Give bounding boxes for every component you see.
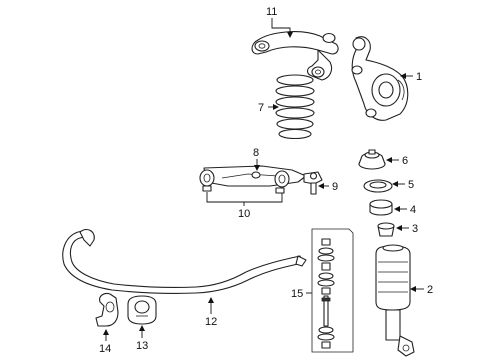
callout-label-13: 13 bbox=[136, 340, 148, 352]
callout-label-2: 2 bbox=[427, 284, 433, 296]
callout-6: 6 bbox=[386, 155, 408, 167]
callout-5: 5 bbox=[392, 179, 414, 191]
callout-8: 8 bbox=[253, 147, 260, 171]
callout-2: 2 bbox=[410, 284, 433, 296]
stabilizer-bar-part bbox=[62, 229, 307, 294]
strut-assembly-part bbox=[375, 244, 415, 357]
callout-12: 12 bbox=[205, 297, 217, 328]
callout-15: 15 bbox=[291, 288, 312, 300]
callout-13: 13 bbox=[136, 325, 148, 352]
coil-spring-part bbox=[275, 74, 315, 140]
lower-control-arm-part bbox=[199, 165, 307, 194]
callout-label-15: 15 bbox=[291, 288, 303, 300]
stabilizer-link-kit-part bbox=[311, 228, 354, 353]
callout-label-6: 6 bbox=[402, 155, 408, 167]
callout-label-7: 7 bbox=[258, 102, 264, 114]
callout-label-12: 12 bbox=[205, 316, 217, 328]
strut-mount-part bbox=[358, 149, 386, 170]
bearing-ring-part bbox=[363, 179, 393, 193]
ball-joint-part bbox=[303, 171, 323, 195]
callout-label-4: 4 bbox=[410, 204, 416, 216]
steering-knuckle-part bbox=[351, 36, 409, 121]
callout-label-3: 3 bbox=[412, 223, 418, 235]
callout-7: 7 bbox=[258, 102, 279, 114]
callout-4: 4 bbox=[394, 204, 416, 216]
callout-label-1: 1 bbox=[416, 71, 422, 83]
callout-label-9: 9 bbox=[332, 181, 338, 193]
upper-control-arm-part bbox=[251, 31, 339, 81]
callout-1: 1 bbox=[400, 71, 422, 83]
stabilizer-bushing-part bbox=[127, 295, 157, 325]
callout-label-14: 14 bbox=[99, 343, 111, 355]
bushing-bracket-part bbox=[95, 292, 119, 327]
callout-9: 9 bbox=[318, 181, 338, 193]
callout-3: 3 bbox=[396, 223, 418, 235]
callout-label-5: 5 bbox=[408, 179, 414, 191]
callout-label-11: 11 bbox=[266, 6, 277, 18]
callout-label-8: 8 bbox=[253, 147, 259, 159]
callout-14: 14 bbox=[99, 329, 111, 355]
callout-label-10: 10 bbox=[238, 208, 250, 220]
spring-seat-part bbox=[369, 199, 393, 216]
bump-stop-part bbox=[377, 222, 395, 237]
callout-10: 10 bbox=[206, 192, 283, 220]
callout-11: 11 bbox=[266, 6, 293, 38]
